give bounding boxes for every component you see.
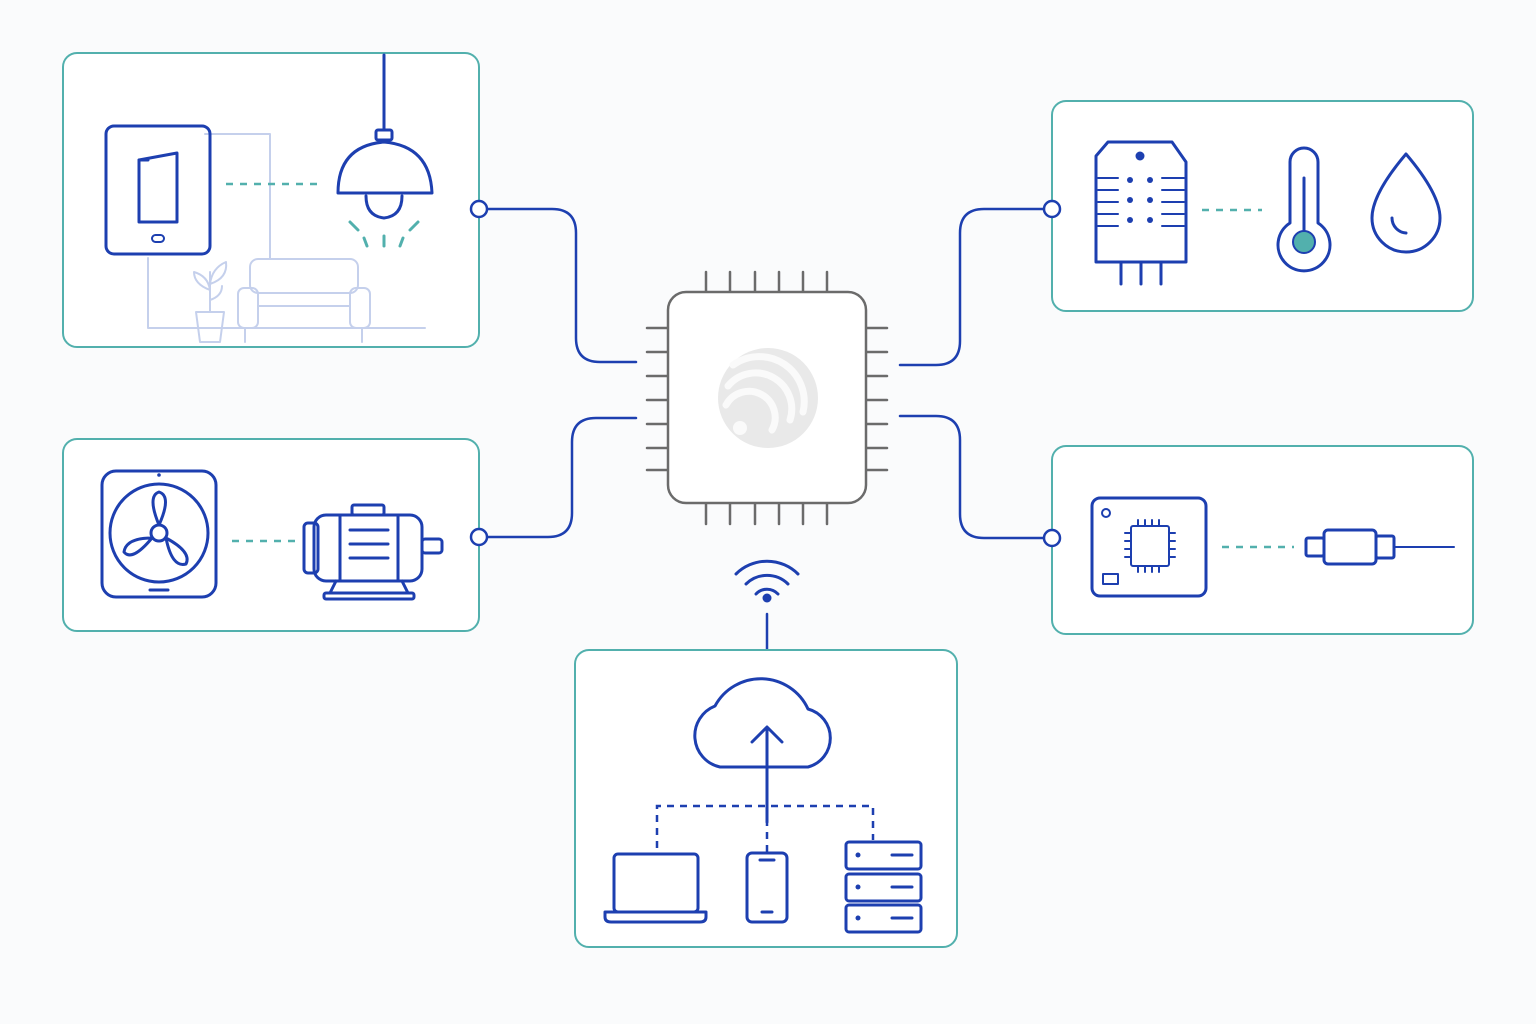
panel-motors [62, 438, 489, 632]
dev-board-icon [1090, 496, 1208, 598]
room-plant-sofa-icon [147, 133, 426, 343]
humidity-temperature-sensor-icon [1094, 140, 1188, 286]
electric-motor-icon [302, 503, 444, 601]
panel-motors-frame [62, 438, 480, 632]
chip-pins-top [704, 270, 829, 294]
wall-switch-icon [104, 124, 212, 256]
chip-pins-right [864, 326, 889, 472]
panel-sensors [1042, 100, 1474, 312]
port-interfaces [1042, 528, 1062, 548]
panel-sensors-frame [1051, 100, 1474, 312]
port-sensors [1042, 199, 1062, 219]
microcontroller-chip-icon [645, 270, 889, 526]
wire-interfaces [898, 414, 1054, 540]
water-drop-icon [1370, 152, 1442, 254]
chip-pins-left [645, 326, 670, 472]
wifi-icon [734, 559, 800, 603]
wire-lighting [478, 207, 638, 364]
connector-wires [478, 207, 1054, 652]
chip-pins-bottom [704, 501, 829, 526]
pendant-lamp-icon [336, 53, 434, 248]
panel-interfaces [1042, 445, 1474, 635]
exhaust-fan-icon [100, 469, 218, 599]
panel-interfaces-frame [1051, 445, 1474, 635]
laptop-icon [603, 852, 708, 924]
server-rack-icon [844, 840, 923, 934]
port-motors [469, 527, 489, 547]
usb-cable-icon [1304, 528, 1455, 566]
panel-cloud [574, 649, 958, 948]
smartphone-icon [745, 851, 789, 924]
thermometer-icon [1276, 146, 1332, 273]
wire-motors [478, 416, 638, 539]
wire-sensors [898, 207, 1054, 367]
panel-lighting [62, 52, 489, 348]
wireless-logo-icon [718, 348, 818, 448]
device-links [655, 804, 875, 852]
port-lighting [469, 199, 489, 219]
